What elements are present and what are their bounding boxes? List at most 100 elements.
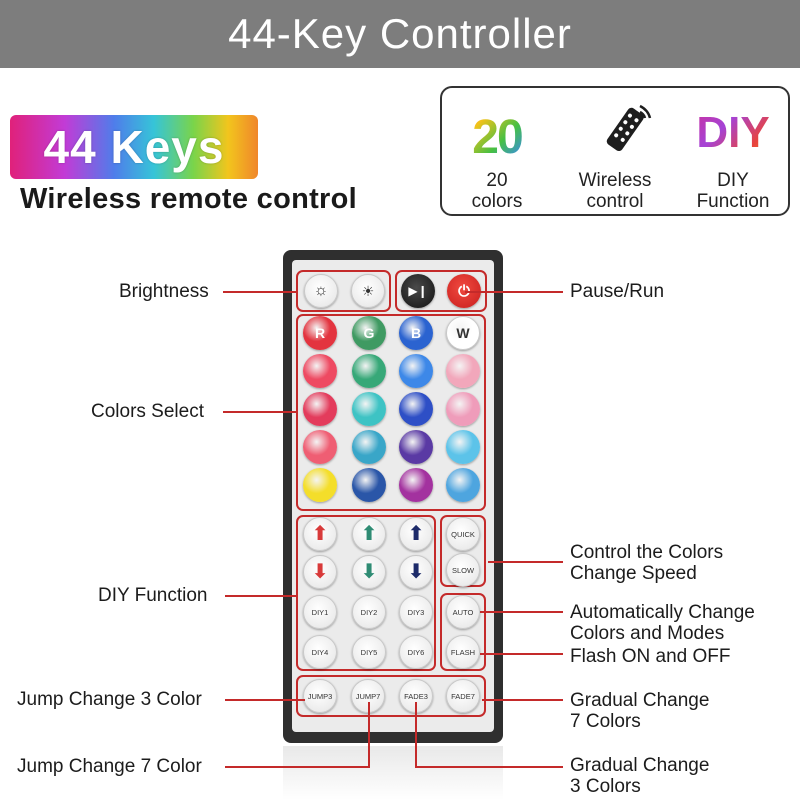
jump-fade-group (296, 675, 486, 717)
diy2-button[interactable]: DIY2 (352, 595, 386, 629)
fade7-label-line1: Gradual Change (570, 690, 710, 711)
auto-label-text: Automatically Change Colors and Modes (570, 602, 755, 644)
feature-diy-label-line1: DIY (717, 170, 749, 191)
color-button-r2-c1[interactable] (303, 354, 337, 388)
keys-badge-text: 44 Keys (43, 121, 225, 173)
brightness-up-button[interactable]: ☼ (304, 274, 338, 308)
arrow-down-icon: ⬇ (360, 561, 378, 583)
jump7-label: JUMP7 (355, 691, 381, 701)
flash-label-text: Flash ON and OFF (570, 646, 731, 667)
fade3-label-text: Gradual Change 3 Colors (570, 755, 709, 797)
color-button-r2-c2[interactable] (352, 354, 386, 388)
jump3-button[interactable]: JUMP3 (303, 679, 337, 713)
feature-diy-graphic: DIY (678, 108, 788, 158)
feature-colors-graphic: 20 (442, 110, 552, 165)
speed-leader-line (488, 561, 563, 563)
sun-icon: ☼ (313, 282, 329, 299)
feature-wireless-label-line2: control (586, 191, 644, 212)
fade7-button[interactable]: FADE7 (446, 679, 480, 713)
color-green-button[interactable]: G (352, 316, 386, 350)
play-pause-button[interactable]: ▶❙ (401, 274, 435, 308)
color-button-r4-c4[interactable] (446, 430, 480, 464)
color-button-r4-c3[interactable] (399, 430, 433, 464)
diy1-button[interactable]: DIY1 (303, 595, 337, 629)
color-green-letter: G (363, 325, 375, 341)
keys-badge: 44 Keys (10, 115, 258, 179)
jump7-leader-line-h (225, 766, 370, 768)
colors-select-label: Colors Select (91, 401, 204, 422)
color-button-r3-c3[interactable] (399, 392, 433, 426)
diy2-label: DIY2 (360, 607, 378, 617)
sun-dim-icon: ☀ (361, 282, 375, 299)
color-select-group (296, 314, 486, 511)
feature-diy-label: DIY Function (678, 170, 788, 212)
remote-icon (606, 104, 652, 152)
diy3-label: DIY3 (407, 607, 425, 617)
flash-button[interactable]: FLASH (446, 635, 480, 669)
auto-label-line1: Automatically Change (570, 602, 755, 623)
diy5-label: DIY5 (360, 647, 378, 657)
color-button-r3-c4[interactable] (446, 392, 480, 426)
auto-button[interactable]: AUTO (446, 595, 480, 629)
feature-diy-label-line2: Function (696, 191, 770, 212)
color-red-button[interactable]: R (303, 316, 337, 350)
color-button-r5-c1[interactable] (303, 468, 337, 502)
brightness-label: Brightness (119, 281, 209, 302)
diy4-button[interactable]: DIY4 (303, 635, 337, 669)
diy-red-down-button[interactable]: ⬇ (303, 555, 337, 589)
page-title: 44-Key Controller (228, 10, 572, 57)
diy-blue-down-button[interactable]: ⬇ (399, 555, 433, 589)
color-white-letter: W (456, 325, 470, 341)
diy5-button[interactable]: DIY5 (352, 635, 386, 669)
remote-body: ☼ ☀ ▶❙ ⏻ ⬆ ⬆ ⬆ ⬇ ⬇ ⬇ DIY1 DIY2 DIY3 DIY4… (283, 250, 503, 743)
auto-label-line2: Colors and Modes (570, 623, 725, 644)
diy3-button[interactable]: DIY3 (399, 595, 433, 629)
diy4-label: DIY4 (311, 647, 329, 657)
diy6-button[interactable]: DIY6 (399, 635, 433, 669)
pause-run-label: Pause/Run (570, 281, 665, 302)
jump7-label-text: Jump Change 7 Color (17, 756, 202, 777)
quick-button[interactable]: QUICK (446, 517, 480, 551)
color-button-r3-c2[interactable] (352, 392, 386, 426)
color-button-r4-c2[interactable] (352, 430, 386, 464)
color-blue-button[interactable]: B (399, 316, 433, 350)
diy-green-down-button[interactable]: ⬇ (352, 555, 386, 589)
color-white-button[interactable]: W (446, 316, 480, 350)
color-button-r5-c4[interactable] (446, 468, 480, 502)
arrow-down-icon: ⬇ (311, 561, 329, 583)
arrow-up-icon: ⬆ (311, 523, 329, 545)
diy-group (296, 515, 436, 671)
feature-wireless-label-line1: Wireless (578, 170, 652, 191)
power-icon: ⏻ (458, 282, 470, 300)
speed-label-line2: Change Speed (570, 563, 697, 584)
diy-function-label: DIY Function (98, 585, 208, 606)
speed-label: Control the Colors Change Speed (570, 542, 723, 584)
fade7-label-text: Gradual Change 7 Colors (570, 690, 709, 732)
auto-leader-line (480, 611, 563, 613)
diy-green-up-button[interactable]: ⬆ (352, 517, 386, 551)
feature-colors-label-line1: 20 (486, 170, 508, 191)
color-button-r4-c1[interactable] (303, 430, 337, 464)
jump3-label: JUMP3 (307, 691, 333, 701)
feature-colors-label: 20 colors (442, 170, 552, 212)
color-blue-letter: B (410, 325, 422, 341)
fade7-label: FADE7 (451, 691, 475, 701)
quick-label: QUICK (451, 529, 475, 539)
color-button-r2-c3[interactable] (399, 354, 433, 388)
feature-colors-label-line2: colors (471, 191, 523, 212)
color-red-letter: R (314, 325, 326, 341)
pause-run-leader-line (465, 291, 563, 293)
color-button-r3-c1[interactable] (303, 392, 337, 426)
feature-diy: DIY DIY Function (678, 88, 788, 214)
diy-red-up-button[interactable]: ⬆ (303, 517, 337, 551)
fade7-leader-line (482, 699, 563, 701)
color-button-r2-c4[interactable] (446, 354, 480, 388)
feature-colors: 20 20 colors (442, 88, 552, 214)
flash-label: FLASH (450, 647, 476, 657)
color-button-r5-c3[interactable] (399, 468, 433, 502)
color-button-r5-c2[interactable] (352, 468, 386, 502)
title-bar: 44-Key Controller (0, 0, 800, 68)
diy-blue-up-button[interactable]: ⬆ (399, 517, 433, 551)
brightness-down-button[interactable]: ☀ (351, 274, 385, 308)
slow-button[interactable]: SLOW (446, 553, 480, 587)
